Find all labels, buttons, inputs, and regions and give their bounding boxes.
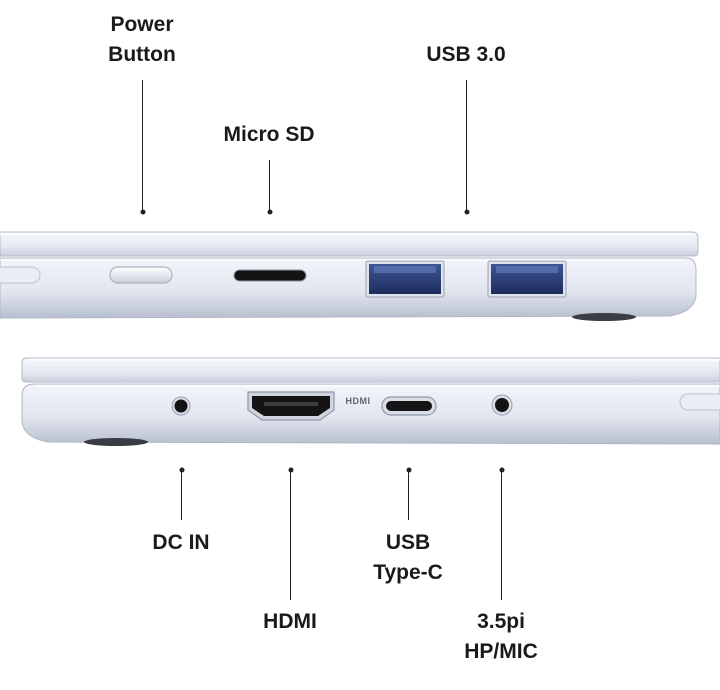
micro-sd-leader (269, 160, 270, 212)
micro-sd-dot (267, 209, 272, 215)
power-button-leader (142, 80, 143, 212)
hdmi-label: HDMI (263, 610, 317, 633)
usb-3-leader (466, 80, 467, 212)
edge-slot (0, 266, 41, 284)
rubber-foot-2 (84, 438, 148, 446)
usb-type-c-leader (408, 470, 409, 520)
power-button-dot (140, 209, 145, 215)
micro-sd-slot (233, 269, 307, 282)
bottom-lid (21, 357, 720, 383)
audio-jack-leader (501, 470, 502, 600)
dc-in-leader (181, 470, 182, 520)
top-lid (0, 231, 699, 257)
usb-3-label: USB 3.0 (426, 43, 506, 66)
bottom-base (21, 383, 720, 445)
top-side-view (0, 231, 699, 321)
power-button-shape (109, 266, 173, 284)
micro-sd-label: Micro SD (223, 123, 315, 146)
audio-jack-label: 3.5pi HP/MIC (464, 610, 538, 663)
bottom-side-view: HDMI (21, 357, 720, 446)
usb-3-port-2 (487, 260, 567, 298)
power-button-label: Power Button (108, 13, 176, 66)
usb-3-dot (464, 209, 469, 215)
usb-3-port-1 (365, 260, 445, 298)
hdmi-leader (290, 470, 291, 600)
hdmi-marking: HDMI (346, 396, 371, 406)
edge-slot-right (679, 393, 720, 411)
usb-type-c-label: USB Type-C (373, 531, 443, 584)
top-base (0, 257, 697, 319)
dc-in-label: DC IN (152, 531, 210, 554)
rubber-foot (572, 313, 636, 321)
